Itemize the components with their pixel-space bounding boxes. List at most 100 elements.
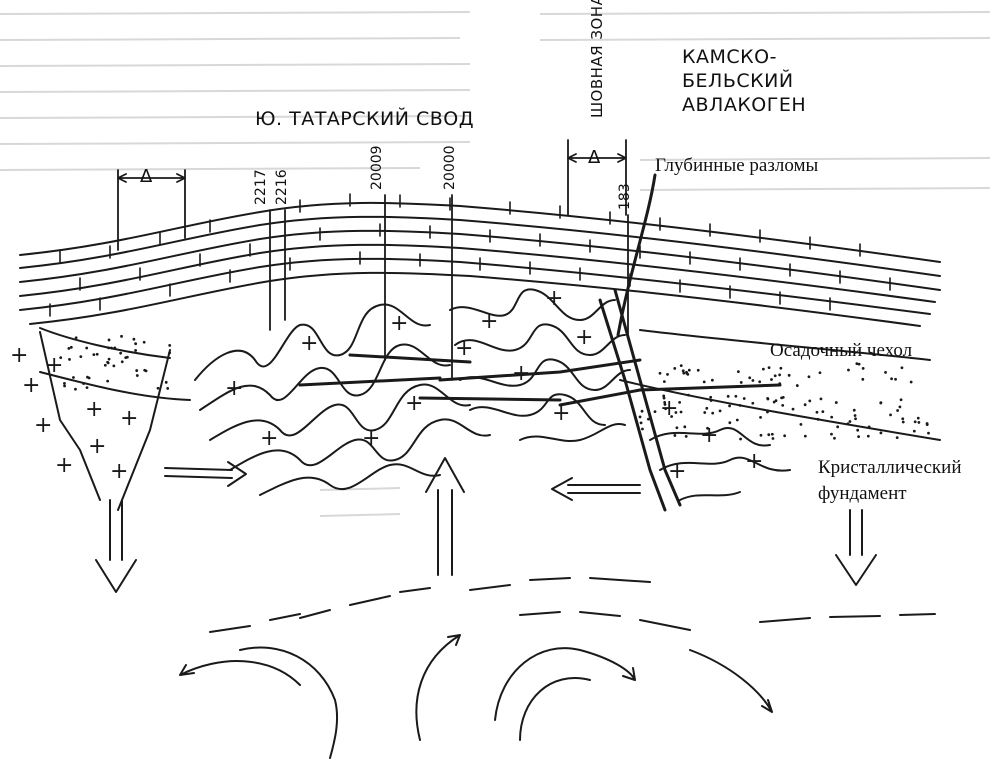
avlakogen-label-line2: БЕЛЬСКИЙ: [682, 72, 794, 92]
convection-curves: [180, 578, 935, 758]
svg-text:+: +: [225, 376, 243, 401]
svg-text:+: +: [300, 331, 318, 356]
svg-text:+: +: [512, 361, 530, 386]
sediment-dot: [727, 395, 730, 398]
sediment-dot: [107, 346, 110, 349]
sediment-dot: [778, 382, 781, 385]
sediment-dot: [773, 401, 776, 404]
sediment-dot: [104, 364, 107, 367]
svg-text:+: +: [85, 397, 103, 422]
sediment-dot: [766, 397, 769, 400]
sediment-dot: [752, 379, 755, 382]
sediment-dot: [894, 378, 897, 381]
sediment-dot: [739, 404, 742, 407]
sediment-dot: [697, 369, 700, 372]
sediment-dot: [854, 417, 857, 420]
svg-text:+: +: [480, 309, 498, 334]
sediment-dot: [862, 367, 865, 370]
sediment-dot: [833, 437, 836, 440]
sediment-dot: [119, 352, 122, 355]
sediment-dot: [751, 402, 754, 405]
sediment-dot: [711, 379, 714, 382]
sediment-dot: [168, 344, 171, 347]
sediment-dot: [705, 407, 708, 410]
sediment-dot: [913, 430, 916, 433]
sediments-label: Осадочный чехол: [770, 341, 912, 361]
sediment-dot: [86, 376, 89, 379]
sediment-dot: [900, 398, 903, 401]
sediment-dot: [927, 432, 930, 435]
sediment-dot: [743, 397, 746, 400]
sediment-dot: [734, 395, 737, 398]
sediment-dot: [639, 416, 642, 419]
sediment-dot: [157, 387, 160, 390]
sediment-dot: [804, 403, 807, 406]
sediment-dot: [748, 376, 751, 379]
sediment-dot: [685, 435, 688, 438]
sediment-dot: [778, 374, 781, 377]
deep-faults-label: Глубинные разломы: [655, 156, 818, 176]
sediment-dot: [82, 382, 85, 385]
sediment-dot: [709, 396, 712, 399]
basement-label-line2: фундамент: [818, 484, 907, 504]
sediment-dot: [739, 438, 742, 441]
sediment-dot: [719, 409, 722, 412]
sediment-dot: [884, 371, 887, 374]
sediment-dot: [867, 435, 870, 438]
sediment-dot: [135, 369, 138, 372]
sediment-dot: [740, 381, 743, 384]
sediment-dot: [75, 336, 78, 339]
well-20009-label: 20009: [369, 145, 385, 190]
sediment-dot: [804, 435, 807, 438]
sediment-dot: [820, 397, 823, 400]
sediment-dot: [736, 419, 739, 422]
sediment-dot: [792, 408, 795, 411]
svg-text:+: +: [22, 373, 40, 398]
svg-text:+: +: [700, 423, 718, 448]
sediment-dot: [902, 421, 905, 424]
sediment-dot: [641, 410, 644, 413]
sediment-dot: [817, 418, 820, 421]
sediment-dot: [759, 416, 762, 419]
sediment-dot: [79, 355, 82, 358]
sediment-dot: [847, 422, 850, 425]
sediment-dot: [663, 380, 666, 383]
sediment-dot: [914, 420, 917, 423]
sediment-dot: [85, 347, 88, 350]
svg-text:+: +: [405, 391, 423, 416]
delta-right: Δ: [588, 147, 600, 168]
svg-text:+: +: [45, 353, 63, 378]
sediment-dot: [654, 410, 657, 413]
sediment-dot: [126, 356, 129, 359]
sediment-dot: [132, 338, 135, 341]
svg-text:+: +: [668, 459, 686, 484]
svg-text:+: +: [660, 396, 678, 421]
sediment-dot: [854, 414, 857, 417]
sediment-dot: [166, 387, 169, 390]
sediment-dot: [86, 386, 89, 389]
sediment-dot: [819, 371, 822, 374]
sediment-dot: [760, 434, 763, 437]
sediment-dot: [121, 360, 124, 363]
svg-text:+: +: [120, 406, 138, 431]
sediment-dot: [771, 433, 774, 436]
sediment-dot: [780, 396, 783, 399]
sediment-dot: [880, 432, 883, 435]
sediment-dot: [808, 400, 811, 403]
sediment-dot: [858, 363, 861, 366]
seam-zone-label: ШОВНАЯ ЗОНА: [588, 0, 606, 118]
sediment-dot: [890, 377, 893, 380]
sediment-dot: [899, 406, 902, 409]
sediment-dot: [63, 385, 66, 388]
basement-label-line1: Кристаллический: [818, 458, 962, 478]
sediment-dot: [666, 373, 669, 376]
sediment-dot: [767, 433, 770, 436]
sediment-dot: [143, 369, 146, 372]
sediment-dot: [641, 428, 644, 431]
sediment-dot: [830, 416, 833, 419]
sediment-dot: [779, 367, 782, 370]
sediment-dot: [682, 369, 685, 372]
delta-left: Δ: [140, 166, 152, 187]
sediment-dot: [165, 381, 168, 384]
